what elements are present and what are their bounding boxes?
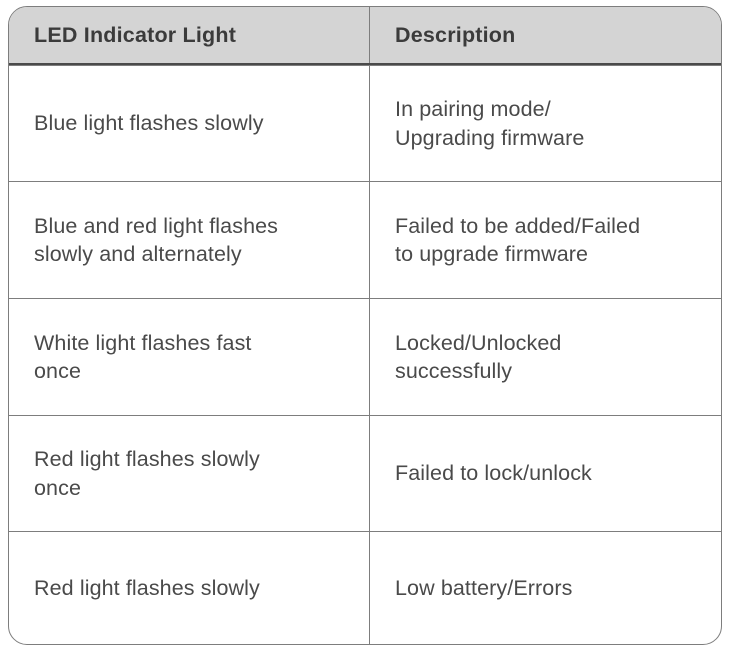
cell-text: Failed to lock/unlock xyxy=(395,461,592,486)
led-indicator-table: LED Indicator Light Description Blue lig… xyxy=(8,6,722,645)
cell-led-indicator: Red light flashes slowly xyxy=(9,532,370,644)
cell-description: Locked/Unlocked successfully xyxy=(370,299,721,415)
cell-description: Failed to lock/unlock xyxy=(370,416,721,531)
cell-description: Low battery/Errors xyxy=(370,532,721,644)
column-header-label: Description xyxy=(395,22,516,47)
table-row: White light flashes fast once Locked/Unl… xyxy=(9,298,721,415)
cell-description: Failed to be added/Failed to upgrade fir… xyxy=(370,182,721,298)
column-header-led-indicator-light: LED Indicator Light xyxy=(9,7,370,63)
table-row: Blue light flashes slowly In pairing mod… xyxy=(9,65,721,181)
cell-text: Red light flashes slowly once xyxy=(34,447,260,500)
cell-text: White light flashes fast once xyxy=(34,330,252,383)
table-row: Red light flashes slowly once Failed to … xyxy=(9,415,721,531)
cell-text: Red light flashes slowly xyxy=(34,575,260,600)
column-header-description: Description xyxy=(370,7,721,63)
column-header-label: LED Indicator Light xyxy=(34,22,237,47)
cell-text: Low battery/Errors xyxy=(395,575,573,600)
cell-description: In pairing mode/ Upgrading firmware xyxy=(370,66,721,181)
cell-text: Blue light flashes slowly xyxy=(34,111,264,136)
cell-text: Locked/Unlocked successfully xyxy=(395,330,562,383)
cell-led-indicator: White light flashes fast once xyxy=(9,299,370,415)
table-header-row: LED Indicator Light Description xyxy=(9,7,721,65)
cell-led-indicator: Red light flashes slowly once xyxy=(9,416,370,531)
cell-text: Blue and red light flashes slowly and al… xyxy=(34,213,279,266)
cell-text: Failed to be added/Failed to upgrade fir… xyxy=(395,213,641,266)
table-row: Blue and red light flashes slowly and al… xyxy=(9,181,721,298)
table-row: Red light flashes slowly Low battery/Err… xyxy=(9,531,721,644)
cell-led-indicator: Blue and red light flashes slowly and al… xyxy=(9,182,370,298)
cell-text: In pairing mode/ Upgrading firmware xyxy=(395,97,585,150)
cell-led-indicator: Blue light flashes slowly xyxy=(9,66,370,181)
